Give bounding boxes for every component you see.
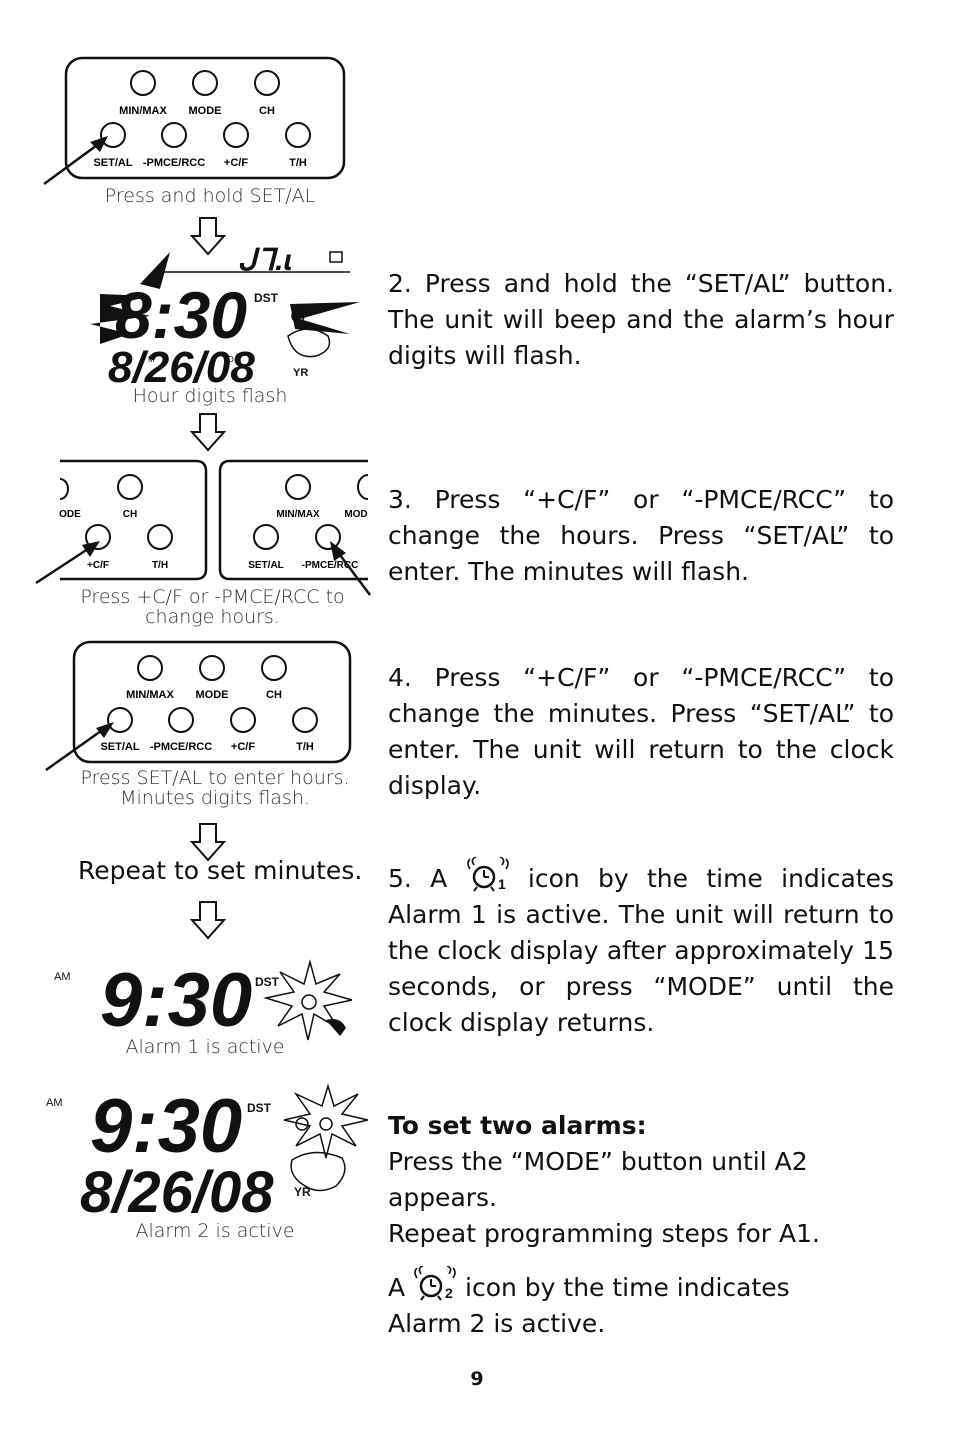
lcd-am: AM — [54, 971, 71, 983]
lcd-alarm1-figure: AM 9:30 DST — [54, 958, 353, 1042]
label-pmce: -PMCE/RCC — [143, 157, 205, 169]
lcd-date: 8/26/08 — [80, 1160, 274, 1224]
alarm-2-icon: 2 — [414, 1266, 456, 1301]
label-minmax: MIN/MAX — [119, 105, 167, 117]
svg-text:1: 1 — [498, 876, 506, 892]
lcd-yr: YR — [294, 1185, 311, 1199]
step-5-text: 5. A 1 icon by the time indicates Alarm … — [388, 857, 894, 1041]
caption-hour-flash: Hour digits flash — [132, 385, 288, 407]
label-mode: MODE — [189, 105, 222, 117]
two-alarms-line-2: Repeat programming steps for A1. — [388, 1219, 820, 1248]
label-minmax: MIN/MAX — [126, 689, 174, 701]
down-arrow-icon — [190, 217, 226, 256]
caption-press-hold: Press and hold SET/AL — [104, 185, 316, 207]
svg-text:ᒍᒣ.ɩ: ᒍᒣ.ɩ — [238, 244, 292, 277]
label-ch: CH — [259, 105, 275, 117]
lcd-dst: DST — [247, 1101, 272, 1115]
label-th: T/H — [289, 157, 307, 169]
step-5-body: icon by the time indicates Alarm 1 is ac… — [388, 864, 894, 1037]
lcd-time: 9:30 — [100, 958, 252, 1042]
lcd-alarm2-figure: AM 9:30 DST 8/26/08 YR — [46, 1084, 369, 1224]
label-setal: SET/AL — [248, 560, 284, 571]
down-arrow-icon — [190, 413, 226, 452]
button-panels-figure-3: ODE CH +C/F T/H MIN/MAX MOD SET/AL -PMCE… — [35, 459, 371, 596]
caption-line: Minutes digits flash. — [120, 787, 310, 809]
step-5-prefix: 5. A — [388, 864, 448, 893]
lcd-date: 8/26/08 — [108, 343, 255, 384]
caption-change-hours: Press +C/F or -PMCE/RCC to change hours. — [60, 587, 365, 627]
alarm-flash-icon — [283, 1084, 369, 1159]
label-cf: +C/F — [87, 560, 109, 571]
step-4-text: 4. Press “+C/F” or “-PMCE/RCC” to change… — [388, 663, 894, 800]
label-th: T/H — [152, 560, 168, 571]
lcd-day-marker: D — [228, 355, 234, 364]
page-number: 9 — [470, 1368, 484, 1390]
caption-alarm2: Alarm 2 is active — [135, 1220, 295, 1242]
down-arrow-icon — [190, 823, 226, 862]
button-panel-figure-1: MIN/MAX MODE CH SET/AL -PMCE/RCC +C/F T/… — [43, 56, 346, 186]
two-alarms-section: To set two alarms: Press the “MODE” butt… — [388, 1108, 918, 1342]
caption-line: change hours. — [145, 606, 280, 628]
label-setal: SET/AL — [100, 741, 139, 753]
two-alarms-line-1: Press the “MODE” button until A2 appears… — [388, 1147, 808, 1212]
lcd-yr: YR — [293, 367, 308, 379]
label-mode-cropped: MOD — [344, 509, 367, 520]
alarm-1-icon: 1 — [466, 857, 509, 892]
lcd-am: AM — [46, 1097, 63, 1109]
caption-alarm1: Alarm 1 is active — [125, 1036, 285, 1058]
label-minmax: MIN/MAX — [276, 509, 320, 520]
label-mode-cropped: ODE — [59, 509, 81, 520]
caption-line: Press +C/F or -PMCE/RCC to — [80, 586, 345, 608]
caption-enter-hours: Press SET/AL to enter hours. Minutes dig… — [60, 768, 370, 808]
step-2-text: 2. Press and hold the “SET/AL” button. T… — [388, 269, 894, 370]
two-alarms-heading: To set two alarms: — [388, 1111, 647, 1140]
down-arrow-icon — [190, 901, 226, 940]
label-setal: SET/AL — [93, 157, 132, 169]
lcd-time: 8:30 — [115, 278, 247, 352]
svg-text:2: 2 — [445, 1285, 453, 1301]
alarm-2-body-line-2: Alarm 2 is active. — [388, 1309, 606, 1338]
button-panel-figure-4: MIN/MAX MODE CH SET/AL -PMCE/RCC +C/F T/… — [45, 640, 352, 772]
label-pmce: -PMCE/RCC — [302, 560, 359, 571]
label-th: T/H — [296, 741, 314, 753]
label-ch: CH — [123, 509, 137, 520]
label-mode: MODE — [196, 689, 229, 701]
caption-line: Press SET/AL to enter hours. — [80, 767, 350, 789]
lcd-dst: DST — [254, 291, 279, 305]
lcd-hour-flash-figure: ᒍᒣ.ɩ 8:30 DST 8/26/08 M D YR — [90, 244, 360, 384]
label-ch: CH — [266, 689, 282, 701]
step-3-text: 3. Press “+C/F” or “-PMCE/RCC” to change… — [388, 485, 894, 586]
lcd-dst: DST — [255, 975, 280, 989]
lcd-month-marker: M — [148, 355, 155, 364]
label-cf: +C/F — [231, 741, 255, 753]
alarm-2-prefix: A — [388, 1273, 406, 1302]
label-cf: +C/F — [224, 157, 248, 169]
alarm-2-sentence: A 2 icon by the time indicates — [388, 1266, 918, 1306]
alarm-2-body: icon by the time indicates — [465, 1273, 790, 1302]
lcd-time: 9:30 — [90, 1084, 242, 1169]
repeat-minutes-label: Repeat to set minutes. — [78, 856, 363, 885]
label-pmce: -PMCE/RCC — [150, 741, 212, 753]
